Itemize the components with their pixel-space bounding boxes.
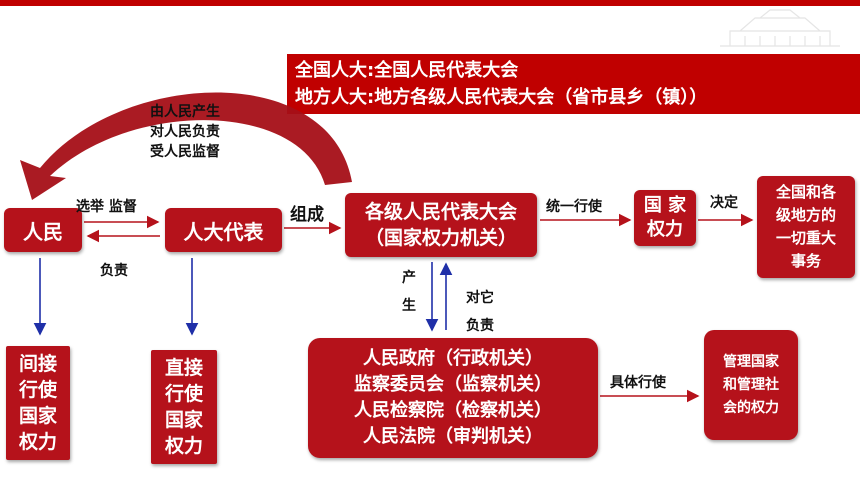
node-manage-line3: 会的权力: [723, 399, 779, 416]
node-manage-power: 管理国家 和管理社 会的权力: [704, 330, 798, 440]
node-indirect-line2: 行使: [18, 379, 57, 401]
curve-arrow-body: [20, 92, 352, 200]
banner-line-local: 地方人大:地方各级人民代表大会（省市县乡（镇））: [295, 87, 708, 108]
node-state-power-line1: 国 家: [643, 195, 687, 216]
edge-label-responsible: 负责: [100, 263, 128, 279]
node-congress: 各级人民代表大会 （国家权力机关）: [345, 193, 537, 257]
curve-label-responsible: 对人民负责: [150, 124, 220, 140]
edge-label-unified-exercise: 统一行使: [546, 199, 602, 215]
node-state-power: 国 家 权力: [634, 190, 696, 246]
edge-label-specific-exercise: 具体行使: [610, 375, 666, 391]
node-manage-line1: 管理国家: [723, 353, 779, 370]
node-major-affairs-line1: 全国和各: [775, 183, 836, 201]
edge-label-produce-2: 生: [402, 297, 416, 314]
node-major-affairs-line2: 级地方的: [775, 206, 836, 224]
node-congress-type: （国家权力机关）: [364, 227, 517, 249]
definition-banner: 全国人大:全国人民代表大会 地方人大:地方各级人民代表大会（省市县乡（镇））: [287, 54, 860, 114]
node-major-affairs-line3: 一切重大: [775, 229, 836, 247]
edge-label-elect-supervise: 选举 监督: [76, 199, 137, 215]
node-indirect-exercise: 间接 行使 国家 权力: [6, 346, 70, 460]
node-organs-government: 人民政府（行政机关）: [363, 348, 543, 369]
node-state-power-line2: 权力: [647, 219, 683, 240]
edge-label-decide: 决定: [710, 195, 738, 211]
node-congress-name: 各级人民代表大会: [364, 201, 517, 223]
node-direct-line1: 直接: [164, 357, 203, 379]
banner-line-national: 全国人大:全国人民代表大会: [295, 60, 519, 81]
node-direct-line2: 行使: [164, 383, 203, 405]
curve-label-produced: 由人民产生: [150, 104, 220, 120]
node-direct-line3: 国家: [164, 409, 203, 431]
top-accent-bar: [0, 0, 860, 6]
node-organs-court: 人民法院（审判机关）: [363, 426, 543, 447]
node-state-organs: 人民政府（行政机关） 监察委员会（监察机关） 人民检察院（检察机关） 人民法院（…: [308, 338, 598, 458]
node-indirect-line1: 间接: [18, 353, 57, 375]
node-manage-line2: 和管理社: [723, 376, 779, 393]
building-watermark-icon: [720, 9, 840, 47]
node-organs-supervision: 监察委员会（监察机关）: [354, 374, 552, 395]
edge-label-responsible-to-1: 对它: [466, 290, 494, 306]
node-npc-deputies: 人大代表: [165, 208, 282, 252]
node-people: 人民: [4, 208, 82, 252]
edge-label-responsible-to: 对它 负责: [466, 284, 494, 340]
node-indirect-line3: 国家: [18, 405, 57, 427]
node-major-affairs-line4: 事务: [790, 252, 821, 270]
node-direct-line4: 权力: [164, 435, 203, 457]
edge-label-produce-1: 产: [402, 270, 416, 286]
curve-labels: 由人民产生 对人民负责 受人民监督: [150, 102, 220, 162]
node-indirect-line4: 权力: [18, 431, 57, 453]
edge-label-produce: 产 生: [402, 268, 416, 317]
node-organs-procuratorate: 人民检察院（检察机关）: [354, 400, 552, 421]
node-direct-exercise: 直接 行使 国家 权力: [151, 350, 217, 464]
curve-label-supervised: 受人民监督: [150, 144, 220, 160]
edge-label-responsible-to-2: 负责: [466, 318, 494, 334]
node-major-affairs: 全国和各 级地方的 一切重大 事务: [757, 176, 855, 278]
edge-label-compose: 组成: [290, 205, 324, 225]
